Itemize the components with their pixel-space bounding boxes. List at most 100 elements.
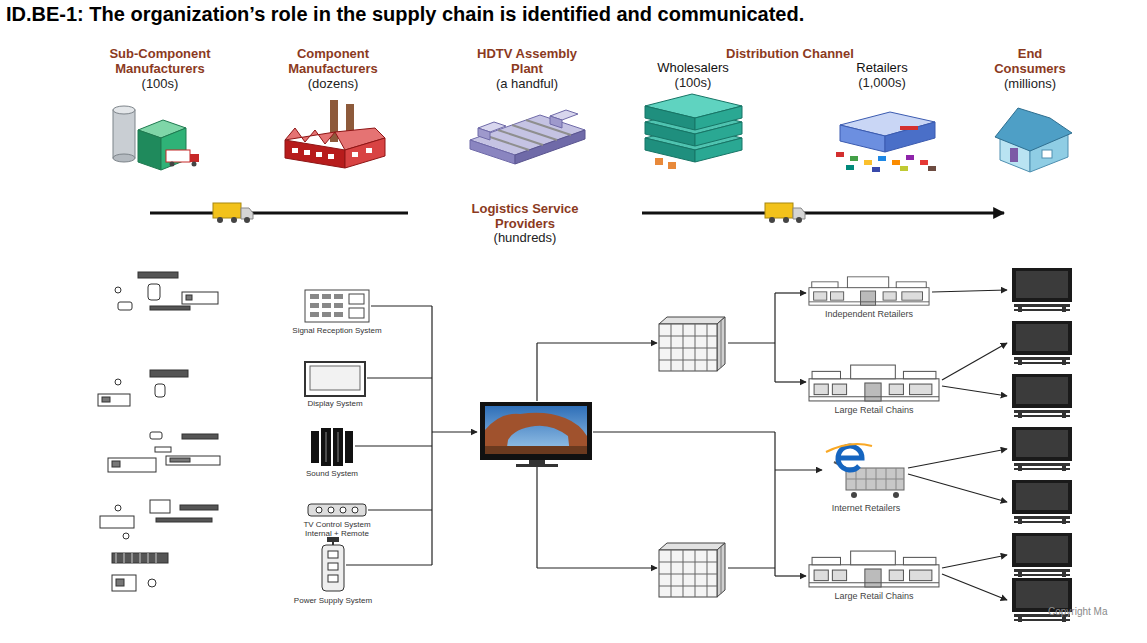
flow-lines (355, 445, 432, 446)
flow-lines (942, 343, 1007, 380)
node-label: Component Manufacturers (271, 46, 395, 76)
signal-reception-icon (305, 290, 369, 322)
sub-component-parts (148, 553, 149, 563)
wholesaler-warehouse-icon (695, 106, 742, 130)
pallet-icon (659, 317, 725, 371)
signal-reception-icon (334, 303, 343, 308)
power-supply-icon (322, 545, 344, 591)
flow-lines (774, 432, 775, 576)
pallet-icon (659, 543, 725, 597)
retailer-caption: Large Retail Chains (814, 591, 934, 603)
tv-control-icon (316, 507, 322, 513)
display-system-icon (310, 366, 360, 390)
flow-lines (908, 474, 1007, 502)
retailer-caption: Independent Retailers (809, 309, 929, 321)
channel-tier-heading: Wholesalers(100s) (638, 60, 748, 92)
retailer-caption: Large Retail Chains (814, 405, 934, 417)
component-caption: TV Control System Internal + Remote (296, 520, 378, 540)
sub-component-factory-icon (113, 106, 199, 170)
component-caption: Signal Reception System (287, 326, 387, 337)
flow-lines (774, 293, 775, 382)
component-factory-icon (292, 148, 298, 153)
tv-control-icon (308, 504, 366, 516)
internet-retailer-icon (826, 444, 872, 452)
flow-lines (942, 555, 1007, 568)
retailer-store-icon (900, 126, 918, 130)
tv-control-icon (340, 507, 346, 513)
consumer-house-icon (1010, 148, 1018, 162)
retailer-store-icon (836, 152, 844, 157)
flow-lines (775, 575, 806, 576)
sub-component-factory-icon (113, 110, 135, 158)
sub-component-parts (112, 461, 120, 467)
consumer-tv-icons (1012, 533, 1072, 577)
hdtv-illustration (529, 460, 545, 464)
retailer-store-icon (900, 166, 908, 171)
internet-retailer-icon (846, 479, 904, 480)
retailer-store-icon (836, 112, 936, 172)
retailer-store-icon (885, 122, 935, 152)
retailer-store-icon (906, 155, 914, 160)
wholesaler-warehouse-icon (655, 158, 663, 165)
retailer-store-icon (846, 165, 854, 170)
flow-lines (371, 305, 432, 306)
tv-control-icon (328, 507, 334, 513)
sub-component-parts (112, 575, 136, 591)
node-label: Internet Retailers (806, 503, 926, 513)
sub-component-parts (156, 518, 212, 522)
signal-reception-icon (310, 312, 319, 317)
flow-lines (942, 386, 1007, 396)
component-caption: Sound System (282, 469, 382, 480)
signal-reception-icon (305, 290, 369, 322)
sub-component-factory-icon (166, 150, 190, 162)
sub-component-parts (124, 553, 125, 563)
flow-lines (431, 306, 432, 565)
supply-tier-heading: End Consumers(millions) (987, 46, 1073, 93)
assembly-plant-icon (526, 120, 571, 135)
node-count: (dozens) (271, 76, 395, 91)
sound-system-icon (321, 428, 331, 466)
power-supply-icon (328, 563, 338, 570)
flow-lines (775, 292, 806, 293)
node-label: Large Retail Chains (814, 591, 934, 601)
sub-component-parts (115, 287, 121, 293)
node-label: Display System (285, 399, 385, 408)
sub-component-parts (170, 458, 190, 462)
node-count: (millions) (987, 76, 1073, 91)
sub-component-parts (115, 505, 121, 511)
diagram-title: ID.BE-1: The organization’s role in the … (6, 3, 1141, 26)
signal-reception-icon (349, 294, 364, 304)
signal-reception-icon (322, 312, 331, 317)
node-count: (100s) (638, 75, 748, 90)
flow-lines (593, 431, 775, 432)
power-supply-icon (328, 551, 338, 558)
sub-component-factory-icon (113, 154, 135, 162)
sub-component-parts (98, 272, 220, 591)
consumer-house-icon (995, 108, 1072, 172)
node-label: HDTV Assembly Plant (465, 46, 589, 76)
assembly-plant-icon (515, 130, 585, 164)
retailer-store-icon (878, 156, 886, 161)
node-label: Wholesalers (638, 60, 748, 75)
wholesaler-warehouse-icon (645, 94, 742, 169)
sub-component-parts (155, 384, 165, 397)
sub-component-parts (156, 553, 157, 563)
sub-component-parts (150, 500, 170, 513)
flow-lines (908, 449, 1007, 468)
component-factory-icon (316, 152, 322, 157)
retailer-store-icon (928, 166, 936, 171)
signal-reception-icon (322, 294, 331, 299)
tv-control-icon (308, 504, 366, 516)
component-factory-icon (285, 140, 345, 168)
sound-system-icon (326, 432, 327, 462)
consumer-tv-icons (1012, 268, 1072, 622)
sub-component-parts (150, 306, 190, 310)
component-factory-icon (328, 154, 334, 159)
logistics-flow-line (213, 203, 253, 223)
sub-component-parts (150, 370, 188, 377)
sub-component-parts (102, 397, 110, 402)
node-label: End Consumers (987, 46, 1073, 76)
flow-lines (368, 509, 432, 510)
retailer-store-icon (850, 156, 858, 161)
component-factory-icon (345, 138, 385, 168)
